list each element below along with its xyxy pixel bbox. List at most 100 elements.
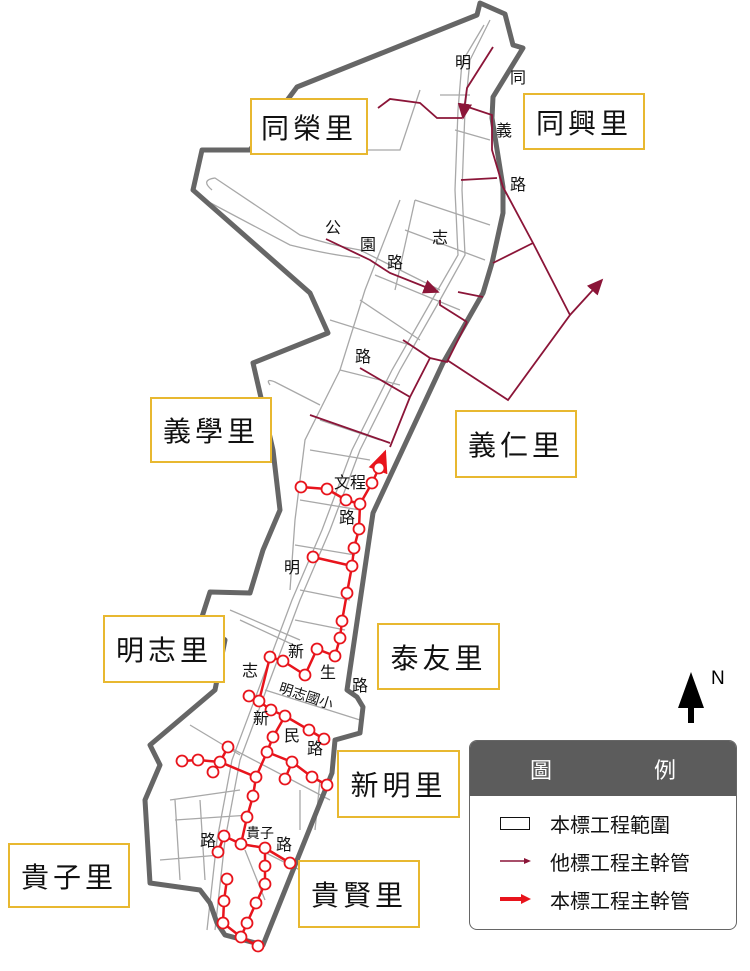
- school-label: 明志國小: [277, 681, 335, 714]
- legend-item-other-pipe: 他標工程主幹管: [470, 842, 736, 880]
- pipe-node: [306, 550, 320, 564]
- village-label-yiren: 義仁里: [455, 410, 577, 478]
- village-label-mingzhi: 明志里: [103, 615, 225, 683]
- road-label: 園: [360, 235, 376, 254]
- pipe-node: [310, 642, 324, 656]
- pipe-node: [333, 631, 347, 645]
- village-label-tongxing: 同興里: [523, 93, 645, 150]
- road-labels: 明 同 義 路 公 園 路 志 路 文程 路 明 新 生 路 志 明志國小 新 …: [200, 53, 526, 854]
- thin-arrow-icon: [500, 856, 540, 866]
- pipe-node: [206, 765, 220, 779]
- pipe-node: [240, 916, 254, 930]
- village-label-xinming: 新明里: [337, 750, 460, 818]
- pipe-node: [191, 753, 205, 767]
- pipe-node: [242, 689, 256, 703]
- road-label: 生: [320, 663, 336, 682]
- road-label: 新: [253, 709, 269, 728]
- road-label: 新: [288, 642, 304, 661]
- pipe-node: [220, 872, 234, 886]
- pipe-node: [175, 754, 189, 768]
- pipe-node: [213, 755, 227, 769]
- pipe-node: [216, 916, 230, 930]
- road-network: [159, 19, 491, 931]
- pipe-node: [251, 939, 265, 953]
- road-label: 路: [355, 347, 371, 366]
- pipe-nodes: [175, 461, 386, 953]
- road-label: 貴子: [246, 826, 274, 842]
- rectangle-icon: [500, 816, 540, 830]
- pipe-node: [302, 723, 316, 737]
- pipe-node: [340, 586, 354, 600]
- road-label: 路: [387, 253, 403, 272]
- pipe-node: [347, 541, 361, 555]
- pipe-node: [353, 497, 367, 511]
- village-label-yixue: 義學里: [150, 397, 272, 463]
- pipe-node: [345, 559, 359, 573]
- pipe-node: [283, 856, 297, 870]
- pipe-node: [335, 614, 349, 628]
- pipe-node: [211, 845, 225, 859]
- road-label: 明: [455, 53, 471, 72]
- pipe-node: [305, 770, 319, 784]
- road-label: 路: [510, 175, 526, 194]
- pipe-node: [263, 650, 277, 664]
- pipe-node: [294, 480, 308, 494]
- legend-label: 他標工程主幹管: [550, 850, 690, 875]
- road-label: 路: [339, 508, 355, 527]
- north-label: N: [711, 668, 725, 689]
- pipe-node: [298, 668, 312, 682]
- other-contract-pipes: [309, 46, 604, 448]
- pipe-node: [234, 837, 248, 851]
- road-label: 志: [432, 228, 448, 247]
- pipe-node: [260, 745, 274, 759]
- village-label-taiyou: 泰友里: [377, 623, 500, 690]
- pipe-node: [317, 732, 331, 746]
- pipe-node: [217, 829, 231, 843]
- road-label: 文程: [334, 473, 366, 492]
- road-label: 公: [325, 218, 341, 237]
- pipe-node: [372, 461, 386, 475]
- legend-label: 本標工程主幹管: [550, 888, 690, 913]
- pipe-node: [258, 859, 272, 873]
- road-label: 同: [510, 68, 526, 87]
- pipe-node: [252, 694, 266, 708]
- pipe-node: [328, 649, 342, 663]
- pipe-node: [249, 896, 263, 910]
- pipe-node: [339, 493, 353, 507]
- pipe-node: [266, 730, 280, 744]
- road-label: 路: [352, 676, 368, 695]
- pipe-node: [276, 654, 290, 668]
- road-label: 民: [284, 726, 300, 745]
- pipe-node: [278, 772, 292, 786]
- pipe-node: [240, 810, 254, 824]
- north-arrow-icon: [678, 672, 704, 723]
- legend-item-scope: 本標工程範圍: [470, 804, 736, 842]
- road-label: 義: [496, 121, 512, 140]
- road-label: 路: [307, 739, 323, 758]
- pipe-node: [234, 930, 248, 944]
- pipe-node: [258, 841, 272, 855]
- road-label: 志: [242, 661, 258, 680]
- pipe-node: [285, 755, 299, 769]
- village-label-tongrong: 同榮里: [250, 98, 368, 155]
- project-boundary: [142, 0, 526, 948]
- legend-label: 本標工程範圍: [550, 812, 670, 837]
- pipe-node: [258, 877, 272, 891]
- road-label: 明: [284, 558, 300, 577]
- pipe-node: [320, 778, 334, 792]
- pipe-node: [352, 522, 366, 536]
- legend: 圖 例 本標工程範圍 他標工程主幹管 本標工程主幹管: [469, 740, 737, 930]
- legend-title: 圖 例: [470, 741, 736, 796]
- village-label-guixian: 貴賢里: [298, 860, 420, 928]
- pipe-node: [264, 703, 278, 717]
- road-label: 路: [200, 831, 216, 850]
- pipe-node: [320, 482, 334, 496]
- pipe-node: [246, 789, 260, 803]
- pipe-node: [365, 476, 379, 490]
- village-label-guizi: 貴子里: [8, 843, 130, 908]
- road-label: 路: [276, 835, 292, 854]
- pipe-node: [217, 894, 231, 908]
- pipe-node: [278, 709, 292, 723]
- pipe-node: [249, 770, 263, 784]
